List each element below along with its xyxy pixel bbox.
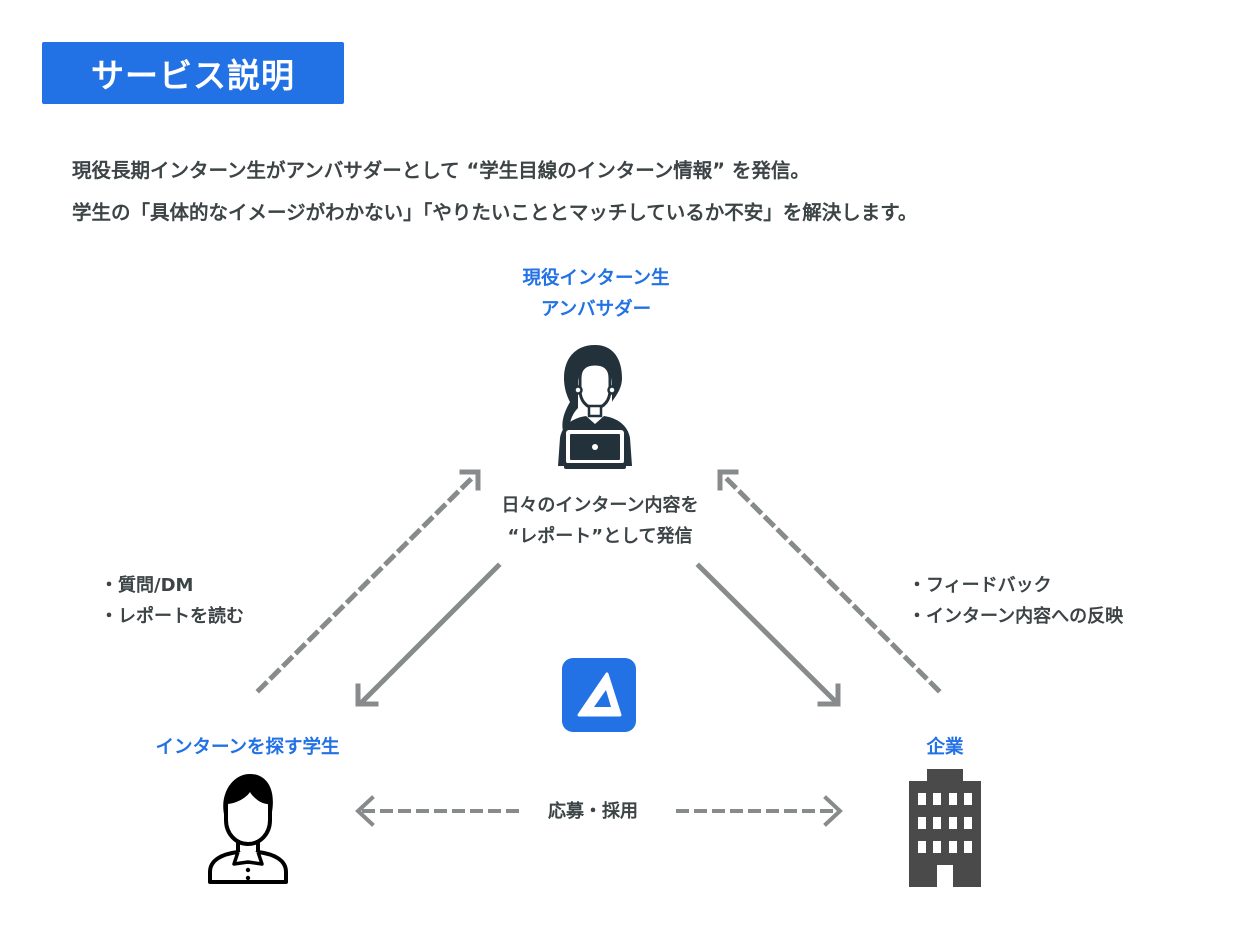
ambassador-report-line-2: “レポート”として発信 <box>507 526 693 547</box>
ambassador-label: 現役インターン生 アンバサダー <box>496 263 696 325</box>
arrowhead-left <box>355 795 375 827</box>
student-actions-text: ・質問/DM ・レポートを読む <box>100 570 244 632</box>
section-title-box: サービス説明 <box>42 42 344 104</box>
triangle-logo-icon <box>562 658 636 732</box>
lead-line-1: 現役長期インターン生がアンバサダーとして “学生目線のインターン情報” を発信。 <box>72 159 810 182</box>
section-title: サービス説明 <box>91 56 295 95</box>
ambassador-report-line-1: 日々のインターン内容を <box>501 495 699 516</box>
arrowhead-student-to-ambassador <box>459 469 481 491</box>
arrow-ambassador-to-student <box>358 562 502 706</box>
ambassador-label-line-1: 現役インターン生 <box>522 268 670 289</box>
ambassador-report-text: 日々のインターン内容を “レポート”として発信 <box>480 490 720 552</box>
student-label: インターンを探す学生 <box>155 737 340 758</box>
arrowhead-company-to-ambassador <box>717 469 739 491</box>
lead-text: 現役長期インターン生がアンバサダーとして “学生目線のインターン情報” を発信。… <box>72 150 917 234</box>
student-action-1: ・質問/DM <box>100 575 194 596</box>
arrow-student-to-ambassador <box>255 472 478 694</box>
arrowhead-ambassador-to-company <box>817 683 841 707</box>
company-action-2: ・インターン内容への反映 <box>908 606 1124 627</box>
student-action-2: ・レポートを読む <box>100 606 244 627</box>
company-actions-text: ・フィードバック ・インターン内容への反映 <box>908 570 1123 632</box>
student-person-icon <box>208 774 288 884</box>
company-label: 企業 <box>926 737 964 758</box>
company-action-1: ・フィードバック <box>908 575 1052 596</box>
apply-hire-text: 応募・採用 <box>548 801 638 822</box>
ambassador-label-line-2: アンバサダー <box>540 299 652 320</box>
lead-line-2: 学生の「具体的なイメージがわかない」「やりたいこととマッチしているか不安」を解決… <box>72 201 918 224</box>
arrow-ambassador-to-company <box>695 562 840 706</box>
office-building-icon <box>909 769 981 887</box>
arrow-company-to-ambassador <box>720 472 942 694</box>
arrowhead-right <box>823 795 843 827</box>
woman-with-laptop-icon <box>558 345 632 469</box>
arrowhead-ambassador-to-student <box>355 683 379 707</box>
